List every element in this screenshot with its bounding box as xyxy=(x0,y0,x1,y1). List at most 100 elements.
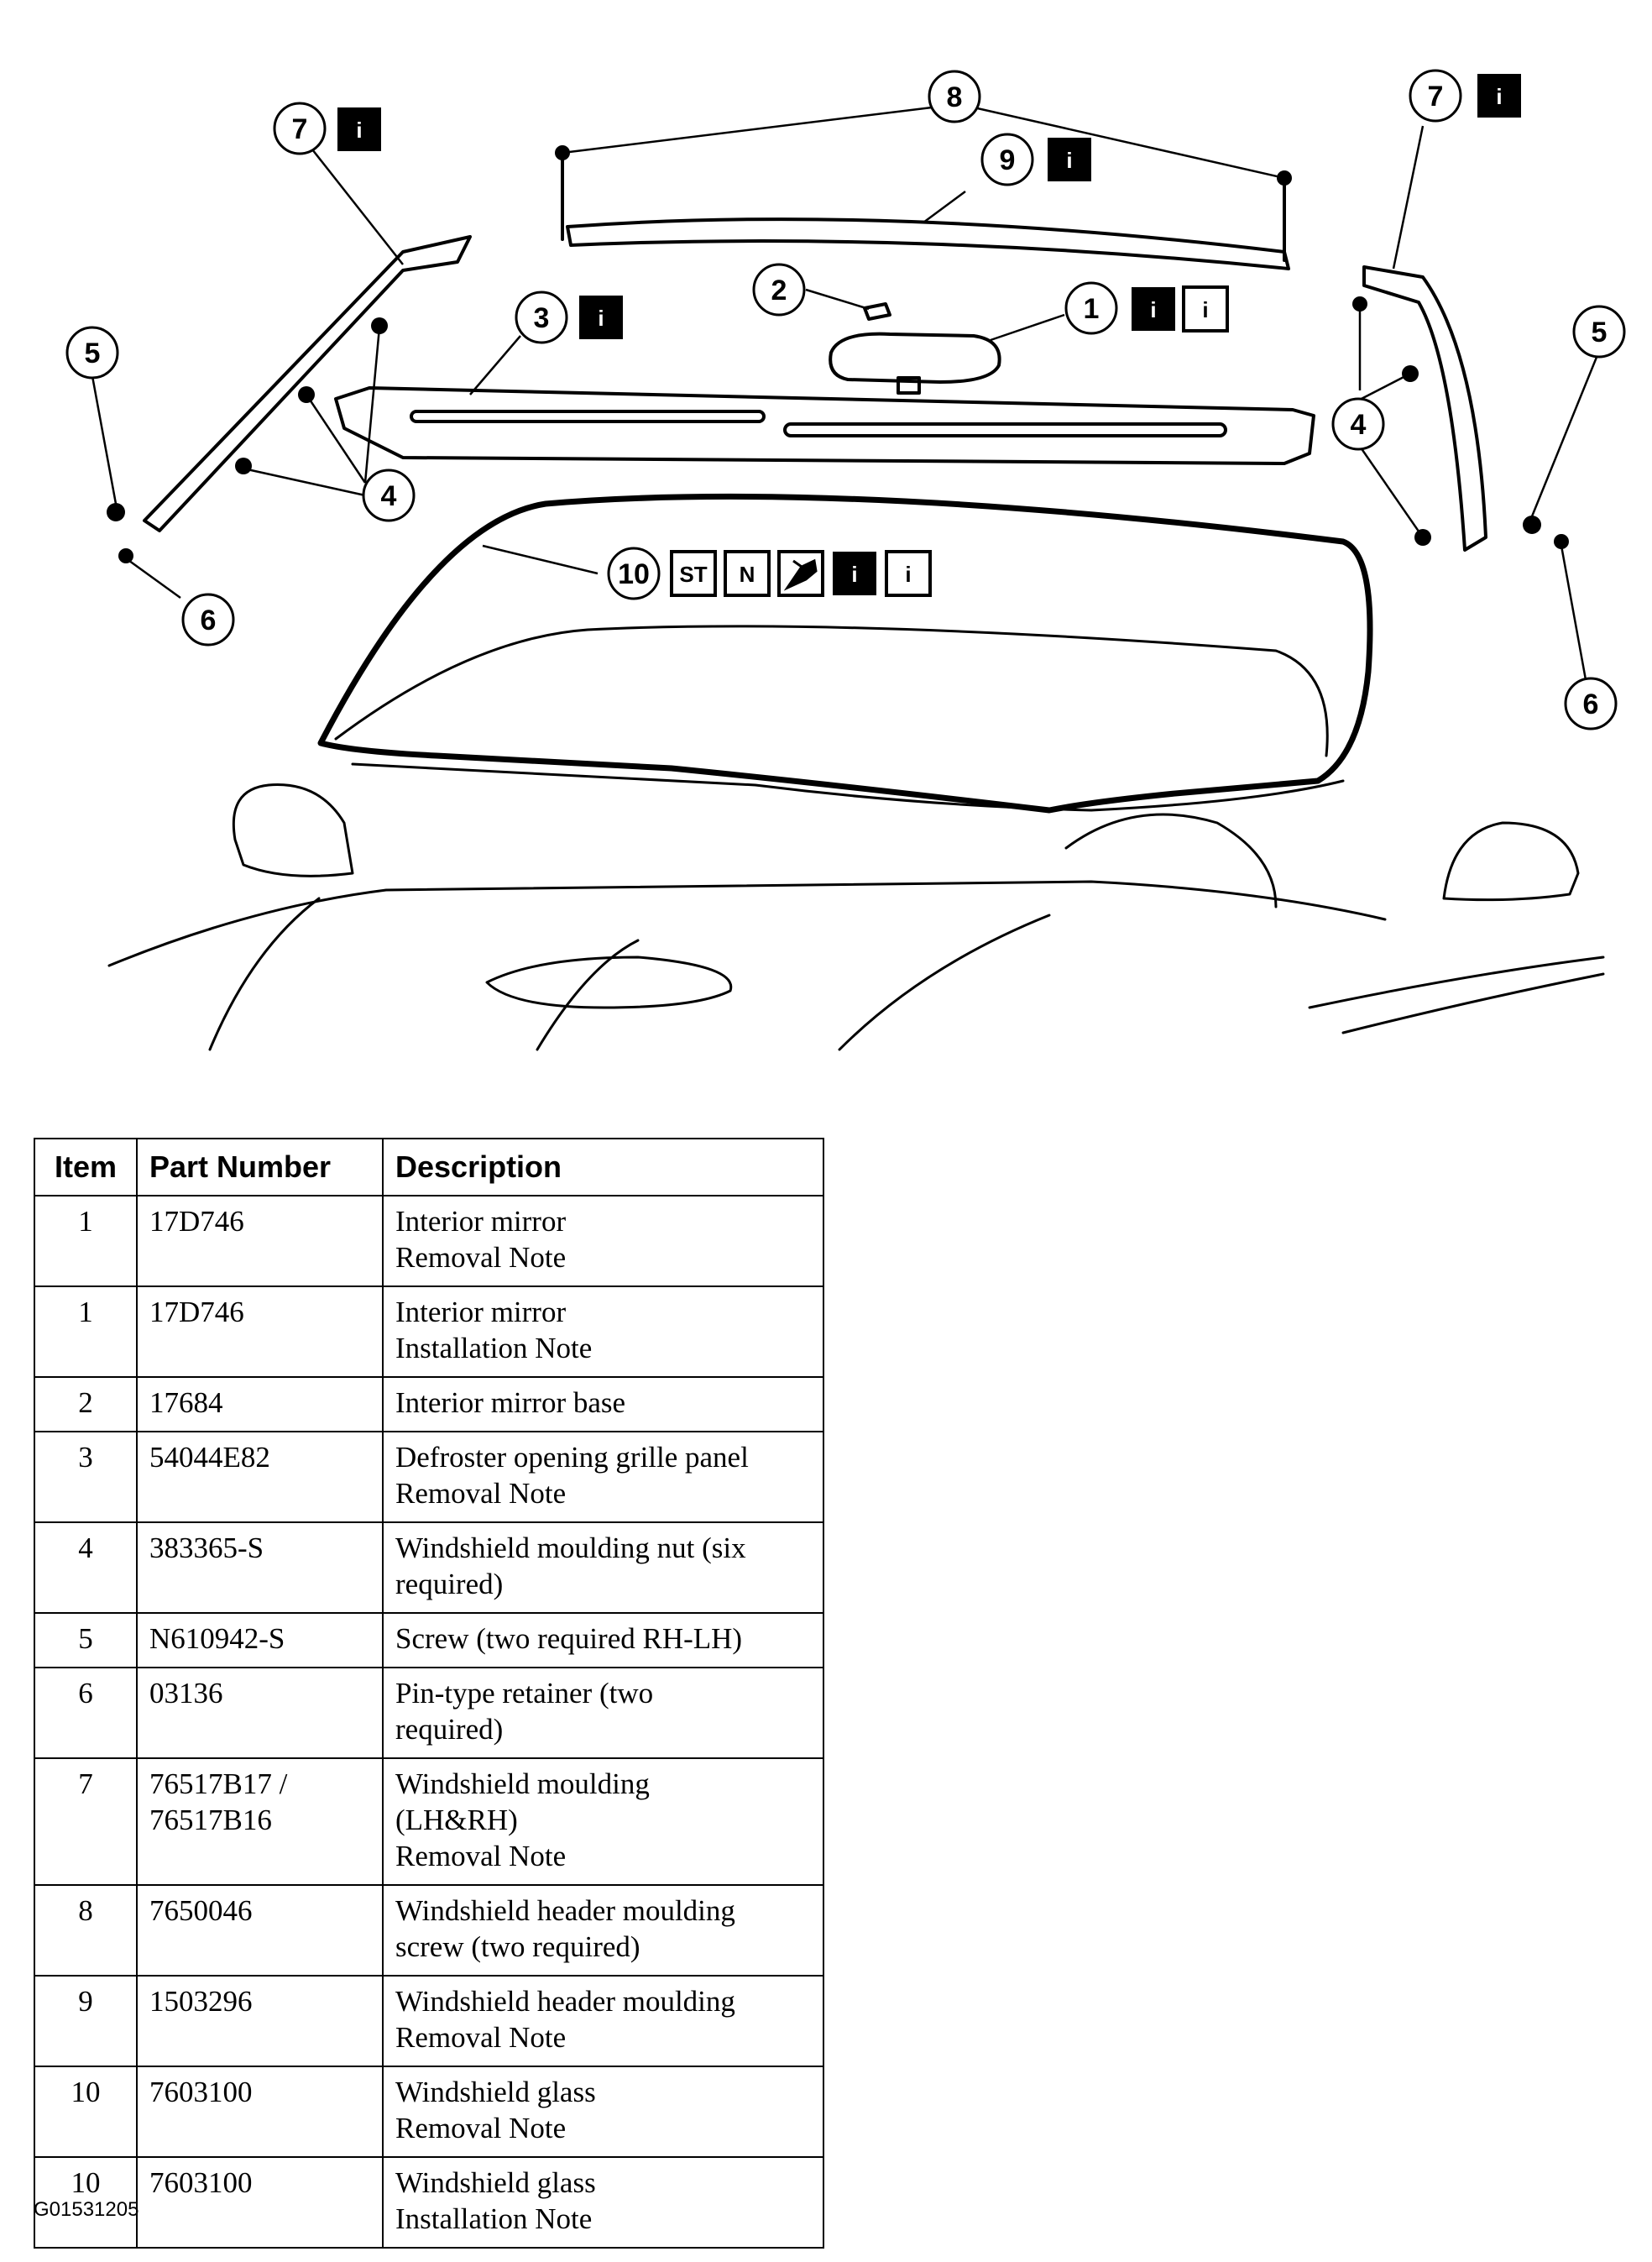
svg-text:i: i xyxy=(905,562,911,587)
callout-6-left: 6 xyxy=(181,593,235,647)
callout-8: 8 xyxy=(928,70,981,123)
svg-text:8: 8 xyxy=(947,81,963,113)
description-line: Screw (two required RH-LH) xyxy=(395,1622,743,1655)
callout-5-left: 5 xyxy=(65,326,119,380)
part-number-cell: 383365-S xyxy=(136,1521,384,1614)
part-number-line: 7650046 xyxy=(149,1894,253,1927)
pin-retainers xyxy=(118,534,1569,563)
svg-text:6: 6 xyxy=(1583,689,1599,720)
windshield-moulding-rh xyxy=(1362,265,1487,552)
description-line: Installation Note xyxy=(395,1332,593,1364)
item-cell: 2 xyxy=(34,1376,138,1432)
svg-text:4: 4 xyxy=(381,480,397,512)
header-part-number: Part Number xyxy=(136,1138,384,1196)
new-part-badge: N xyxy=(724,550,771,597)
part-number-cell: N610942-S xyxy=(136,1612,384,1668)
info-badge-7-right: i xyxy=(1477,74,1521,118)
interior-mirror xyxy=(829,332,1001,384)
svg-text:i: i xyxy=(1202,297,1208,322)
part-number-line: 7603100 xyxy=(149,2076,253,2108)
info-badge-7-left: i xyxy=(337,107,381,151)
callout-3: 3 xyxy=(515,291,568,344)
header-moulding xyxy=(566,217,1290,270)
description-line: required) xyxy=(395,1713,504,1746)
svg-text:7: 7 xyxy=(1428,81,1444,113)
item-cell: 10 xyxy=(34,2156,138,2249)
callout-9: 9 xyxy=(980,133,1034,186)
description-line: screw (two required) xyxy=(395,1930,640,1963)
callout-7-left: 7 xyxy=(273,102,327,155)
svg-text:10: 10 xyxy=(618,558,650,590)
svg-text:i: i xyxy=(1150,297,1156,322)
part-number-cell: 03136 xyxy=(136,1667,384,1759)
right-side-mirror xyxy=(1442,821,1580,902)
svg-text:i: i xyxy=(356,118,362,143)
part-number-line: N610942-S xyxy=(149,1622,285,1655)
svg-text:1: 1 xyxy=(1084,293,1100,325)
info-badge-10-installation: i xyxy=(885,550,932,597)
description-line: Windshield moulding nut (six xyxy=(395,1532,746,1564)
svg-text:6: 6 xyxy=(201,605,217,636)
item-cell: 9 xyxy=(34,1975,138,2067)
description-line: Removal Note xyxy=(395,2112,567,2144)
part-number-cell: 17D746 xyxy=(136,1285,384,1378)
description-line: Windshield glass xyxy=(395,2076,596,2108)
hood-center xyxy=(536,914,1051,1051)
svg-text:9: 9 xyxy=(1000,144,1016,176)
windshield-frame xyxy=(334,625,1329,757)
part-number-line: 7603100 xyxy=(149,2166,253,2199)
mirror-stem xyxy=(897,376,921,395)
part-number-cell: 7603100 xyxy=(136,2156,384,2249)
part-number-line: 03136 xyxy=(149,1677,223,1710)
description-line: Interior mirror xyxy=(395,1296,567,1328)
header-moulding-screw-right xyxy=(1277,170,1292,262)
svg-text:7: 7 xyxy=(292,113,308,145)
info-badge-10-removal: i xyxy=(833,552,876,595)
description-cell: Interior mirror base xyxy=(382,1376,824,1432)
description-line: Removal Note xyxy=(395,1477,567,1510)
item-cell: 10 xyxy=(34,2066,138,2158)
svg-text:i: i xyxy=(598,306,604,331)
description-line: Windshield header moulding xyxy=(395,1985,735,2018)
steering-wheel xyxy=(1064,813,1278,908)
sealant-gun-icon xyxy=(777,550,824,597)
svg-text:i: i xyxy=(1496,84,1502,109)
part-number-cell: 17684 xyxy=(136,1376,384,1432)
part-number-cell: 54044E82 xyxy=(136,1431,384,1523)
callout-4-left: 4 xyxy=(362,469,416,522)
svg-text:i: i xyxy=(851,562,857,587)
callout-2: 2 xyxy=(752,263,806,317)
svg-text:N: N xyxy=(740,562,755,587)
part-number-line: 17D746 xyxy=(149,1296,244,1328)
part-number-cell: 7603100 xyxy=(136,2066,384,2158)
info-badge-3: i xyxy=(579,296,623,339)
moulding-screws xyxy=(107,503,1541,534)
item-cell: 1 xyxy=(34,1195,138,1287)
item-cell: 3 xyxy=(34,1431,138,1523)
figure-id: G01531205 xyxy=(34,2198,139,2221)
info-badge-9: i xyxy=(1048,138,1091,181)
defroster-grille-panel xyxy=(334,386,1315,465)
fender-right xyxy=(1308,956,1605,1034)
part-number-line: 1503296 xyxy=(149,1985,253,2018)
description-line: Defroster opening grille panel xyxy=(395,1441,749,1474)
description-line: Windshield header moulding xyxy=(395,1894,735,1927)
svg-text:ST: ST xyxy=(679,562,707,587)
part-number-line: 76517B17 / xyxy=(149,1767,288,1800)
svg-text:i: i xyxy=(1066,148,1072,173)
description-line: Installation Note xyxy=(395,2202,593,2235)
part-number-line: 17D746 xyxy=(149,1205,244,1238)
